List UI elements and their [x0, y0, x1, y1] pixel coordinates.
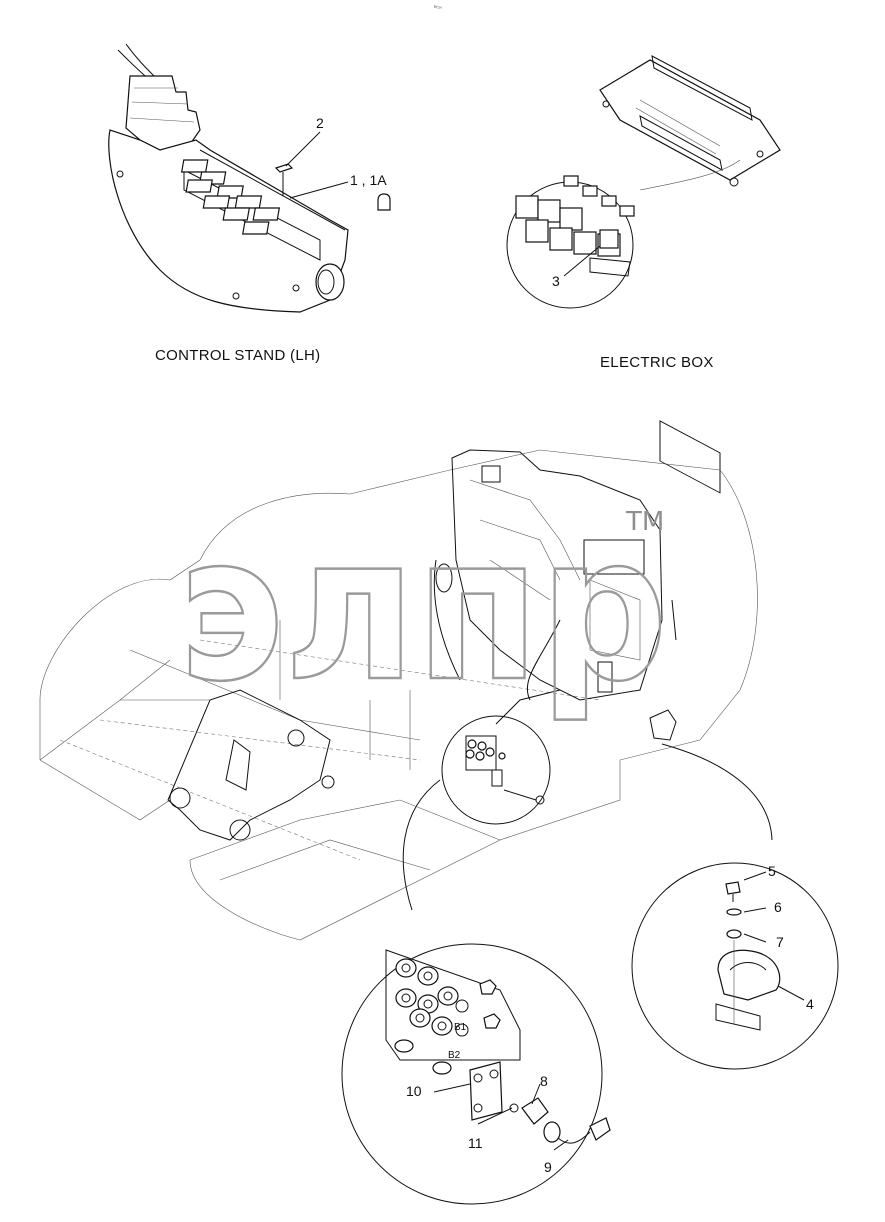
port-label-b2: B2	[448, 1050, 461, 1061]
clamp-detail-drawing	[715, 881, 781, 1031]
detail-circle-fittings	[341, 943, 603, 1205]
watermark-tm: TM	[625, 507, 664, 537]
fittings-detail-drawing	[385, 949, 611, 1144]
callout-4: 4	[806, 996, 814, 1012]
callout-5: 5	[768, 863, 776, 879]
callout-7: 7	[776, 934, 784, 950]
callout-3: 3	[552, 273, 560, 289]
control-stand-drawing	[108, 43, 391, 313]
callout-2: 2	[316, 115, 324, 131]
callout-10: 10	[406, 1083, 422, 1099]
caption-control-stand: CONTROL STAND (LH)	[155, 347, 320, 364]
callout-1-1a: 1 , 1A	[350, 172, 387, 188]
detail-circle-clamp	[631, 862, 839, 1070]
electric-box-drawing	[506, 55, 781, 494]
callout-6: 6	[774, 899, 782, 915]
callout-11: 11	[468, 1135, 483, 1151]
callout-9: 9	[544, 1159, 552, 1175]
caption-electric-box: ELECTRIC BOX	[600, 354, 714, 371]
callout-8: 8	[540, 1073, 548, 1089]
upper-structure-drawing	[39, 449, 758, 941]
watermark-logo: элпр	[178, 493, 668, 726]
header-code: ℎ⁄₂₀₀	[434, 4, 442, 9]
port-label-b1: B1	[454, 1022, 467, 1033]
